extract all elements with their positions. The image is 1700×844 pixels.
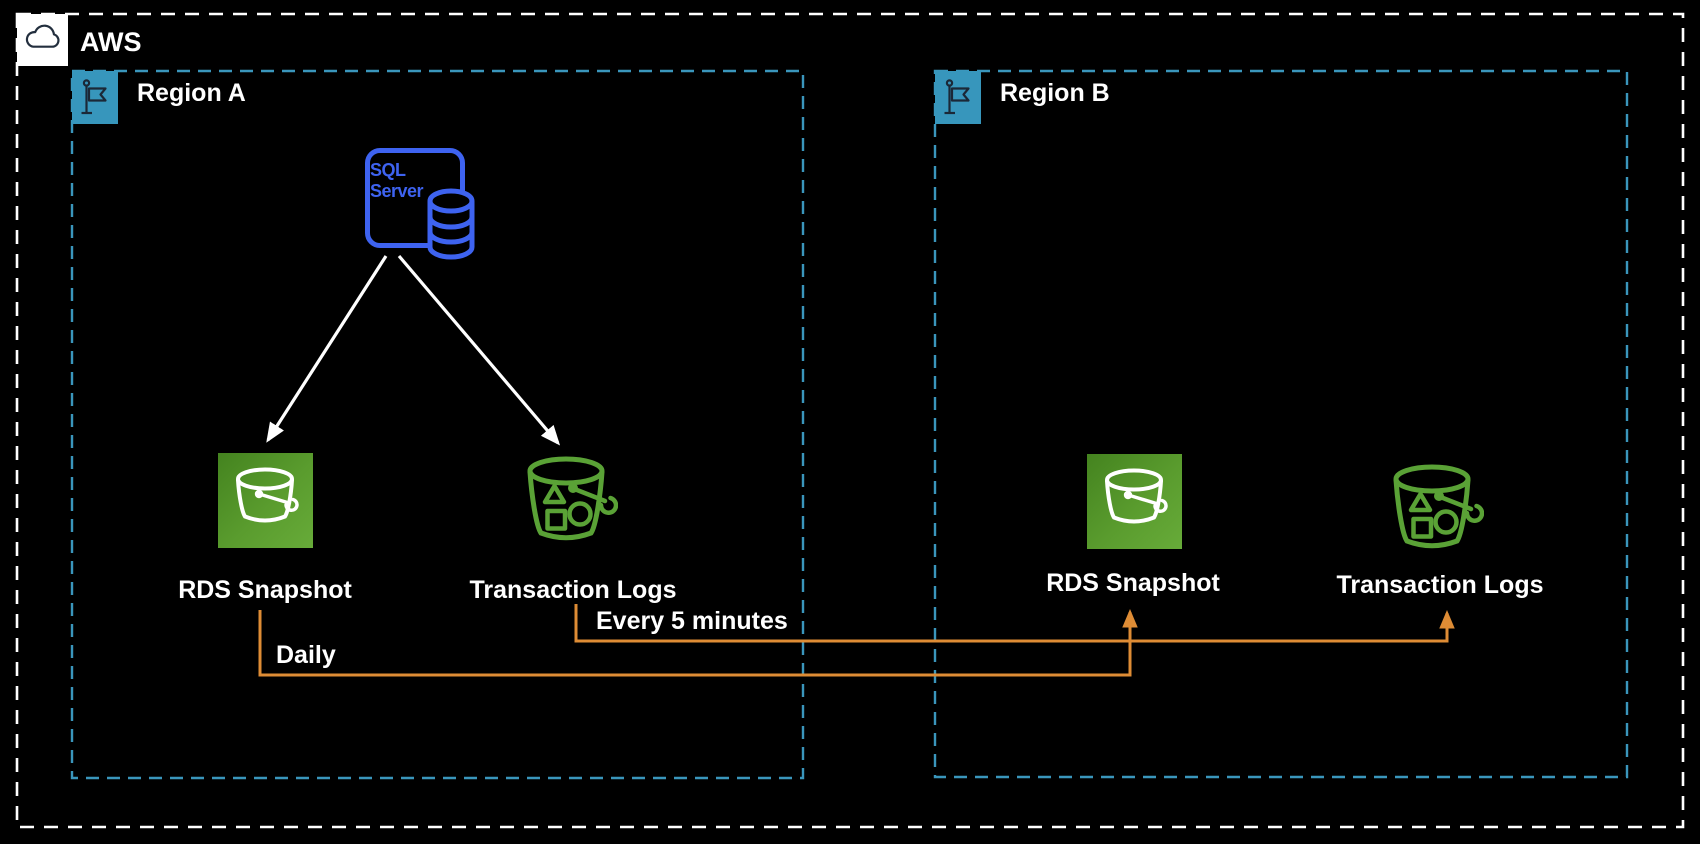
transaction-logs-a-label: Transaction Logs: [469, 576, 677, 604]
region-flag-icon: [81, 78, 107, 114]
region-flag-icon: [944, 78, 970, 114]
region-a-boundary: [70, 69, 805, 780]
region-a-flag-badge: [72, 71, 118, 124]
database-cylinder-icon: [427, 188, 475, 260]
sql-server-label: SQL Server: [370, 160, 424, 201]
aws-label: AWS: [80, 27, 142, 57]
region-b-boundary: [933, 69, 1629, 779]
transaction-logs-b-node: [1390, 464, 1485, 558]
rds-snapshot-b-label: RDS Snapshot: [1046, 569, 1220, 597]
rds-snapshot-b-node: [1087, 454, 1182, 549]
region-a-title: Region A: [137, 79, 246, 107]
aws-cloud-badge: [17, 14, 68, 66]
arrow-sqlserver-to-transaction-logs: [397, 254, 561, 446]
daily-label: Daily: [276, 641, 336, 669]
region-b-flag-badge: [935, 71, 981, 124]
transaction-logs-b-label: Transaction Logs: [1336, 571, 1544, 599]
s3-bucket-icon: [236, 467, 299, 523]
daily-replication-arrow: [258, 608, 1138, 677]
rds-snapshot-a-label: RDS Snapshot: [178, 576, 352, 604]
rds-snapshot-a-node: [218, 453, 313, 548]
s3-bucket-icon: [1105, 468, 1168, 524]
aws-cloud-boundary: [15, 12, 1685, 829]
transaction-logs-a-node: [524, 456, 619, 550]
aws-cloud-icon: [25, 24, 60, 48]
every-5-minutes-label: Every 5 minutes: [596, 607, 788, 635]
region-b-title: Region B: [1000, 79, 1110, 107]
arrow-sqlserver-to-rds-snapshot: [266, 255, 388, 443]
every-5-minutes-replication-arrow: [574, 604, 1455, 643]
s3-bucket-objects-icon: [527, 456, 619, 541]
s3-bucket-objects-icon: [1393, 464, 1485, 549]
